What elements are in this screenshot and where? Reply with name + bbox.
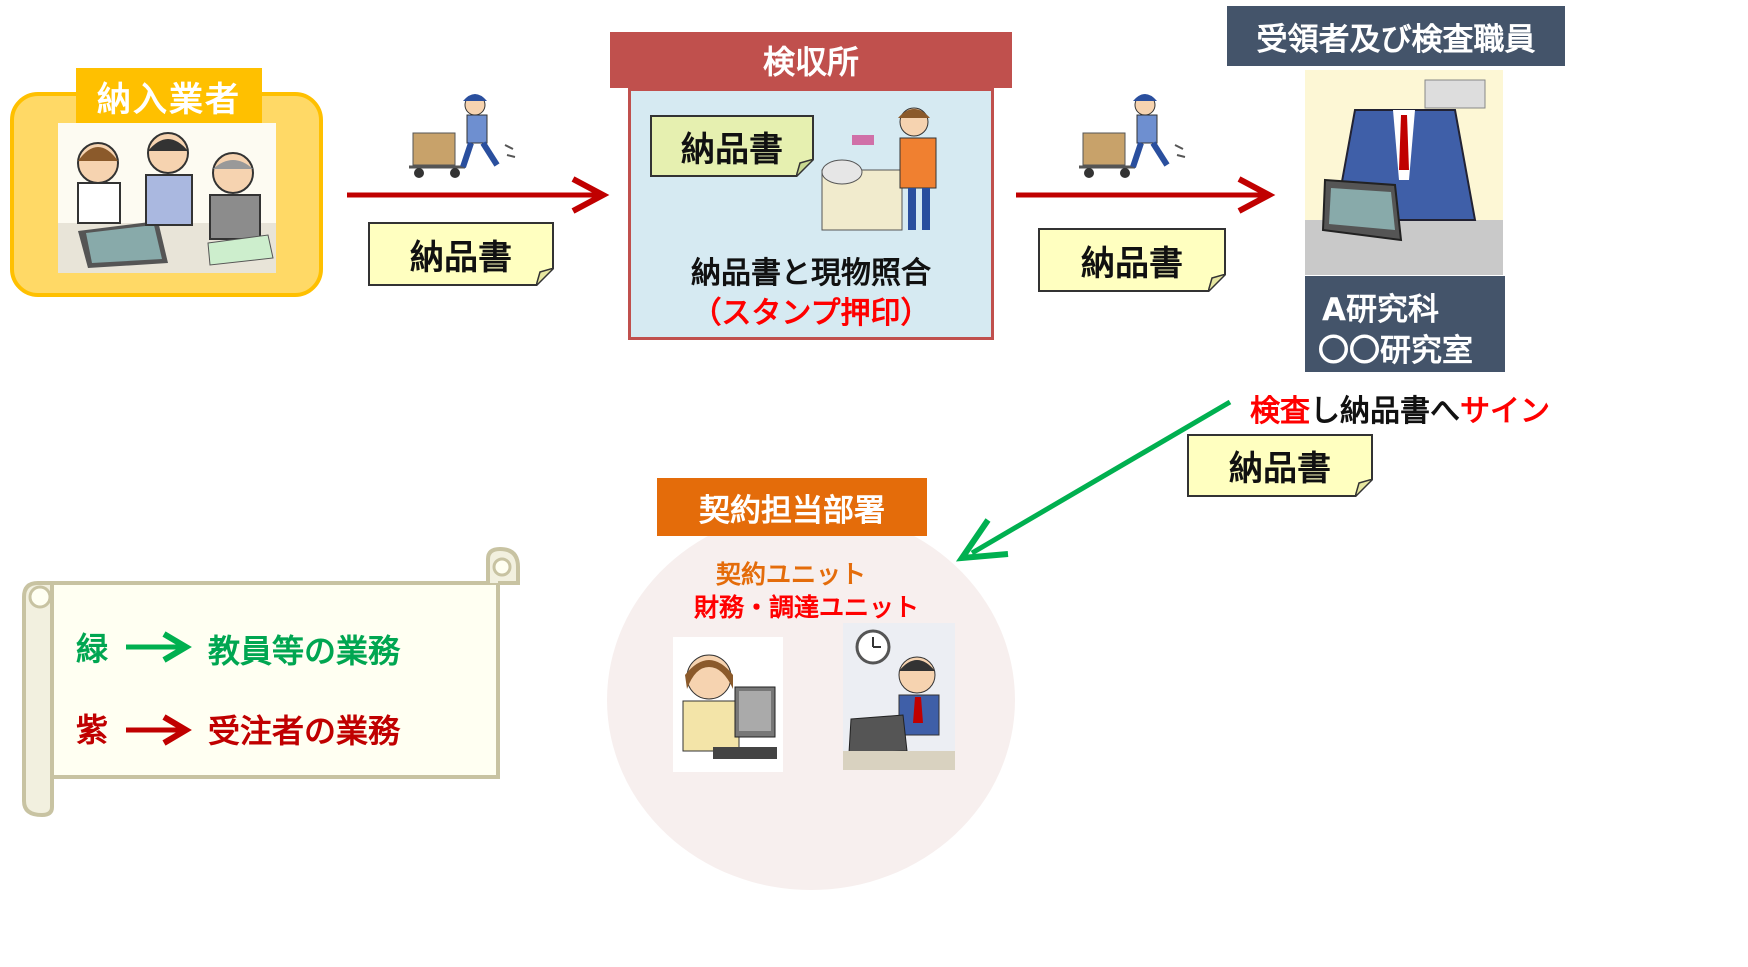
- inspection-office-header: 検収所: [610, 32, 1012, 88]
- inspection-clerk-illustration: [812, 100, 962, 240]
- legend-key-green: 緑: [76, 630, 109, 668]
- inspector-action-sign: サイン: [1460, 394, 1550, 429]
- delivery-note-1-label: 納品書: [410, 237, 512, 278]
- green-arrow: [955, 399, 1232, 562]
- contract-staff-woman-illustration: [673, 637, 783, 772]
- contract-dept-header: 契約担当部署: [657, 478, 927, 536]
- legend-scroll: [22, 546, 520, 818]
- inspector-dept-line2: 〇〇研究室: [1318, 333, 1473, 369]
- inspector-dept-line1: A研究科: [1322, 292, 1439, 328]
- delivery-note-3: 納品書: [1187, 434, 1373, 497]
- inspection-office-stamp: （スタンプ押印）: [691, 296, 931, 331]
- vendor-people-illustration: [58, 123, 276, 273]
- inspector-illustration: [1305, 70, 1503, 275]
- delivery-cart-icon: [405, 85, 525, 180]
- legend-arrow-red: [126, 714, 192, 746]
- contract-unit-1: 契約ユニット: [716, 560, 867, 589]
- inspection-office-caption: 納品書と現物照合: [691, 256, 931, 291]
- inspector-dept-box: [1305, 276, 1505, 372]
- delivery-note-2: 納品書: [1038, 228, 1226, 292]
- delivery-note-3-label: 納品書: [1229, 449, 1331, 489]
- delivery-cart-icon-2: [1075, 85, 1195, 180]
- red-arrow-2: [1016, 176, 1276, 214]
- inspection-office-inner-note-label: 納品書: [681, 129, 783, 170]
- inspector-action-mid: し納品書へ: [1310, 394, 1460, 429]
- inspector-action: 検査し納品書へサイン: [1250, 386, 1570, 430]
- inspection-office-inner-note: 納品書: [650, 115, 814, 177]
- legend-desc-red: 受注者の業務: [208, 712, 401, 750]
- legend-arrow-green: [126, 631, 192, 663]
- contract-unit-2: 財務・調達ユニット: [694, 593, 920, 622]
- vendor-label: 納入業者: [76, 68, 262, 124]
- legend-key-red: 紫: [76, 711, 109, 749]
- delivery-note-1: 納品書: [368, 222, 554, 286]
- inspector-action-inspect: 検査: [1250, 394, 1310, 429]
- delivery-note-2-label: 納品書: [1081, 243, 1183, 284]
- inspector-header: 受領者及び検査職員: [1227, 6, 1565, 66]
- legend-desc-green: 教員等の業務: [208, 632, 401, 670]
- red-arrow-1: [347, 176, 610, 214]
- contract-staff-man-illustration: [843, 623, 955, 770]
